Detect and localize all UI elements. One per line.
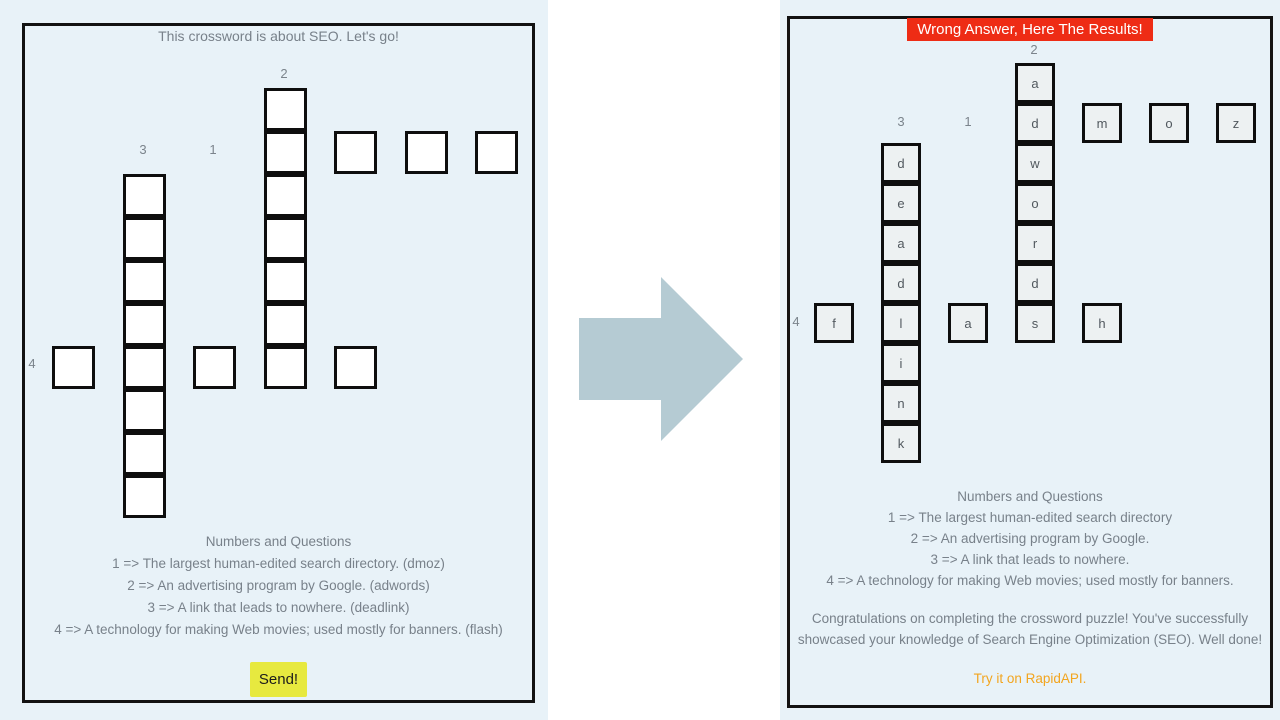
cell-letter: d	[897, 155, 905, 171]
crossword-cell-r9-c1[interactable]	[122, 475, 166, 518]
cell-letter: a	[964, 315, 972, 331]
crossword-cell-r5-c1[interactable]	[122, 303, 166, 346]
left-clue-label-2: 2	[280, 66, 288, 81]
cell-letter: n	[897, 395, 905, 411]
crossword-cell-r4-c1: a	[881, 223, 921, 263]
left-crossword-card	[22, 23, 535, 703]
right-question-1: 1 => The largest human-edited search dir…	[887, 510, 1173, 525]
crossword-cell-r2-c3: w	[1015, 143, 1055, 183]
cell-letter: d	[1031, 275, 1039, 291]
crossword-cell-r3-c3: o	[1015, 183, 1055, 223]
left-question-3: 3 => A link that leads to nowhere. (dead…	[147, 600, 410, 615]
crossword-cell-r4-c1[interactable]	[122, 260, 166, 303]
crossword-cell-r6-c4[interactable]	[334, 346, 377, 389]
congrats-line-1: Congratulations on completing the crossw…	[811, 611, 1249, 626]
cell-letter: l	[899, 315, 903, 331]
cell-letter: r	[1032, 235, 1038, 251]
crossword-cell-r3-c1[interactable]	[122, 217, 166, 260]
crossword-cell-r4-c3: r	[1015, 223, 1055, 263]
cell-letter: k	[897, 435, 905, 451]
crossword-cell-r7-c1: i	[881, 343, 921, 383]
cell-letter: m	[1096, 115, 1108, 131]
result-banner-row: Wrong Answer, Here The Results!	[787, 18, 1273, 41]
cell-letter: o	[1165, 115, 1173, 131]
crossword-cell-r6-c2[interactable]	[193, 346, 236, 389]
crossword-cell-r8-c1[interactable]	[122, 432, 166, 475]
left-question-4: 4 => A technology for making Web movies;…	[54, 622, 503, 637]
crossword-cell-r1-c6: z	[1216, 103, 1256, 143]
right-questions-heading: Numbers and Questions	[957, 489, 1103, 504]
right-question-2: 2 => An advertising program by Google.	[910, 531, 1150, 546]
left-question-1: 1 => The largest human-edited search dir…	[112, 556, 445, 571]
crossword-cell-r6-c2: a	[948, 303, 988, 343]
cell-letter: d	[897, 275, 905, 291]
right-clue-label-3: 3	[897, 114, 905, 129]
cell-letter: a	[1031, 75, 1039, 91]
crossword-cell-r6-c3[interactable]	[263, 346, 307, 389]
crossword-cell-r4-c3[interactable]	[263, 260, 307, 303]
crossword-cell-r2-c3[interactable]	[263, 174, 307, 217]
crossword-cell-r8-c1: n	[881, 383, 921, 423]
crossword-cell-r6-c0[interactable]	[52, 346, 95, 389]
crossword-cell-r1-c4: m	[1082, 103, 1122, 143]
crossword-cell-r6-c1: l	[881, 303, 921, 343]
right-clue-label-1: 1	[964, 114, 972, 129]
cell-letter: e	[897, 195, 905, 211]
cell-letter: f	[832, 315, 836, 331]
crossword-cell-r0-c3[interactable]	[263, 88, 307, 131]
crossword-cell-r9-c1: k	[881, 423, 921, 463]
left-clue-label-4: 4	[28, 356, 36, 371]
crossword-cell-r3-c3[interactable]	[263, 217, 307, 260]
left-clue-label-3: 3	[139, 142, 147, 157]
crossword-cell-r1-c5: o	[1149, 103, 1189, 143]
crossword-cell-r0-c3: a	[1015, 63, 1055, 103]
crossword-cell-r1-c3: d	[1015, 103, 1055, 143]
left-clue-label-1: 1	[209, 142, 217, 157]
right-question-4: 4 => A technology for making Web movies;…	[826, 573, 1234, 588]
crossword-cell-r6-c0: f	[814, 303, 854, 343]
crossword-cell-r3-c1: e	[881, 183, 921, 223]
crossword-cell-r1-c6[interactable]	[475, 131, 518, 174]
crossword-cell-r2-c1: d	[881, 143, 921, 183]
rapidapi-link[interactable]: Try it on RapidAPI.	[973, 671, 1087, 686]
crossword-cell-r1-c3[interactable]	[263, 131, 307, 174]
congrats-line-2: showcased your knowledge of Search Engin…	[797, 632, 1263, 647]
crossword-cell-r1-c4[interactable]	[334, 131, 377, 174]
crossword-cell-r5-c1: d	[881, 263, 921, 303]
right-clue-label-4: 4	[792, 314, 800, 329]
left-questions-heading: Numbers and Questions	[205, 534, 352, 549]
left-question-2: 2 => An advertising program by Google. (…	[127, 578, 430, 593]
crossword-cell-r6-c3: s	[1015, 303, 1055, 343]
crossword-cell-r5-c3: d	[1015, 263, 1055, 303]
cell-letter: a	[897, 235, 905, 251]
cell-letter: s	[1031, 315, 1039, 331]
right-result-card	[787, 16, 1273, 708]
right-arrow-head	[661, 277, 743, 441]
crossword-cell-r5-c3[interactable]	[263, 303, 307, 346]
cell-letter: z	[1232, 115, 1240, 131]
crossword-cell-r1-c5[interactable]	[404, 131, 448, 174]
crossword-cell-r7-c1[interactable]	[122, 389, 166, 432]
cell-letter: i	[899, 355, 903, 371]
left-title: This crossword is about SEO. Let's go!	[158, 28, 399, 44]
crossword-cell-r6-c1[interactable]	[122, 346, 166, 389]
send-button[interactable]: Send!	[250, 662, 307, 697]
right-arrow-shaft	[579, 318, 661, 400]
right-clue-label-2: 2	[1030, 42, 1038, 57]
rapidapi-link-row: Try it on RapidAPI.	[787, 669, 1273, 689]
cell-letter: d	[1031, 115, 1039, 131]
cell-letter: h	[1098, 315, 1106, 331]
crossword-cell-r2-c1[interactable]	[122, 174, 166, 217]
cell-letter: o	[1031, 195, 1039, 211]
crossword-cell-r6-c4: h	[1082, 303, 1122, 343]
right-question-3: 3 => A link that leads to nowhere.	[930, 552, 1130, 567]
cell-letter: w	[1030, 155, 1040, 171]
result-banner: Wrong Answer, Here The Results!	[907, 18, 1153, 41]
